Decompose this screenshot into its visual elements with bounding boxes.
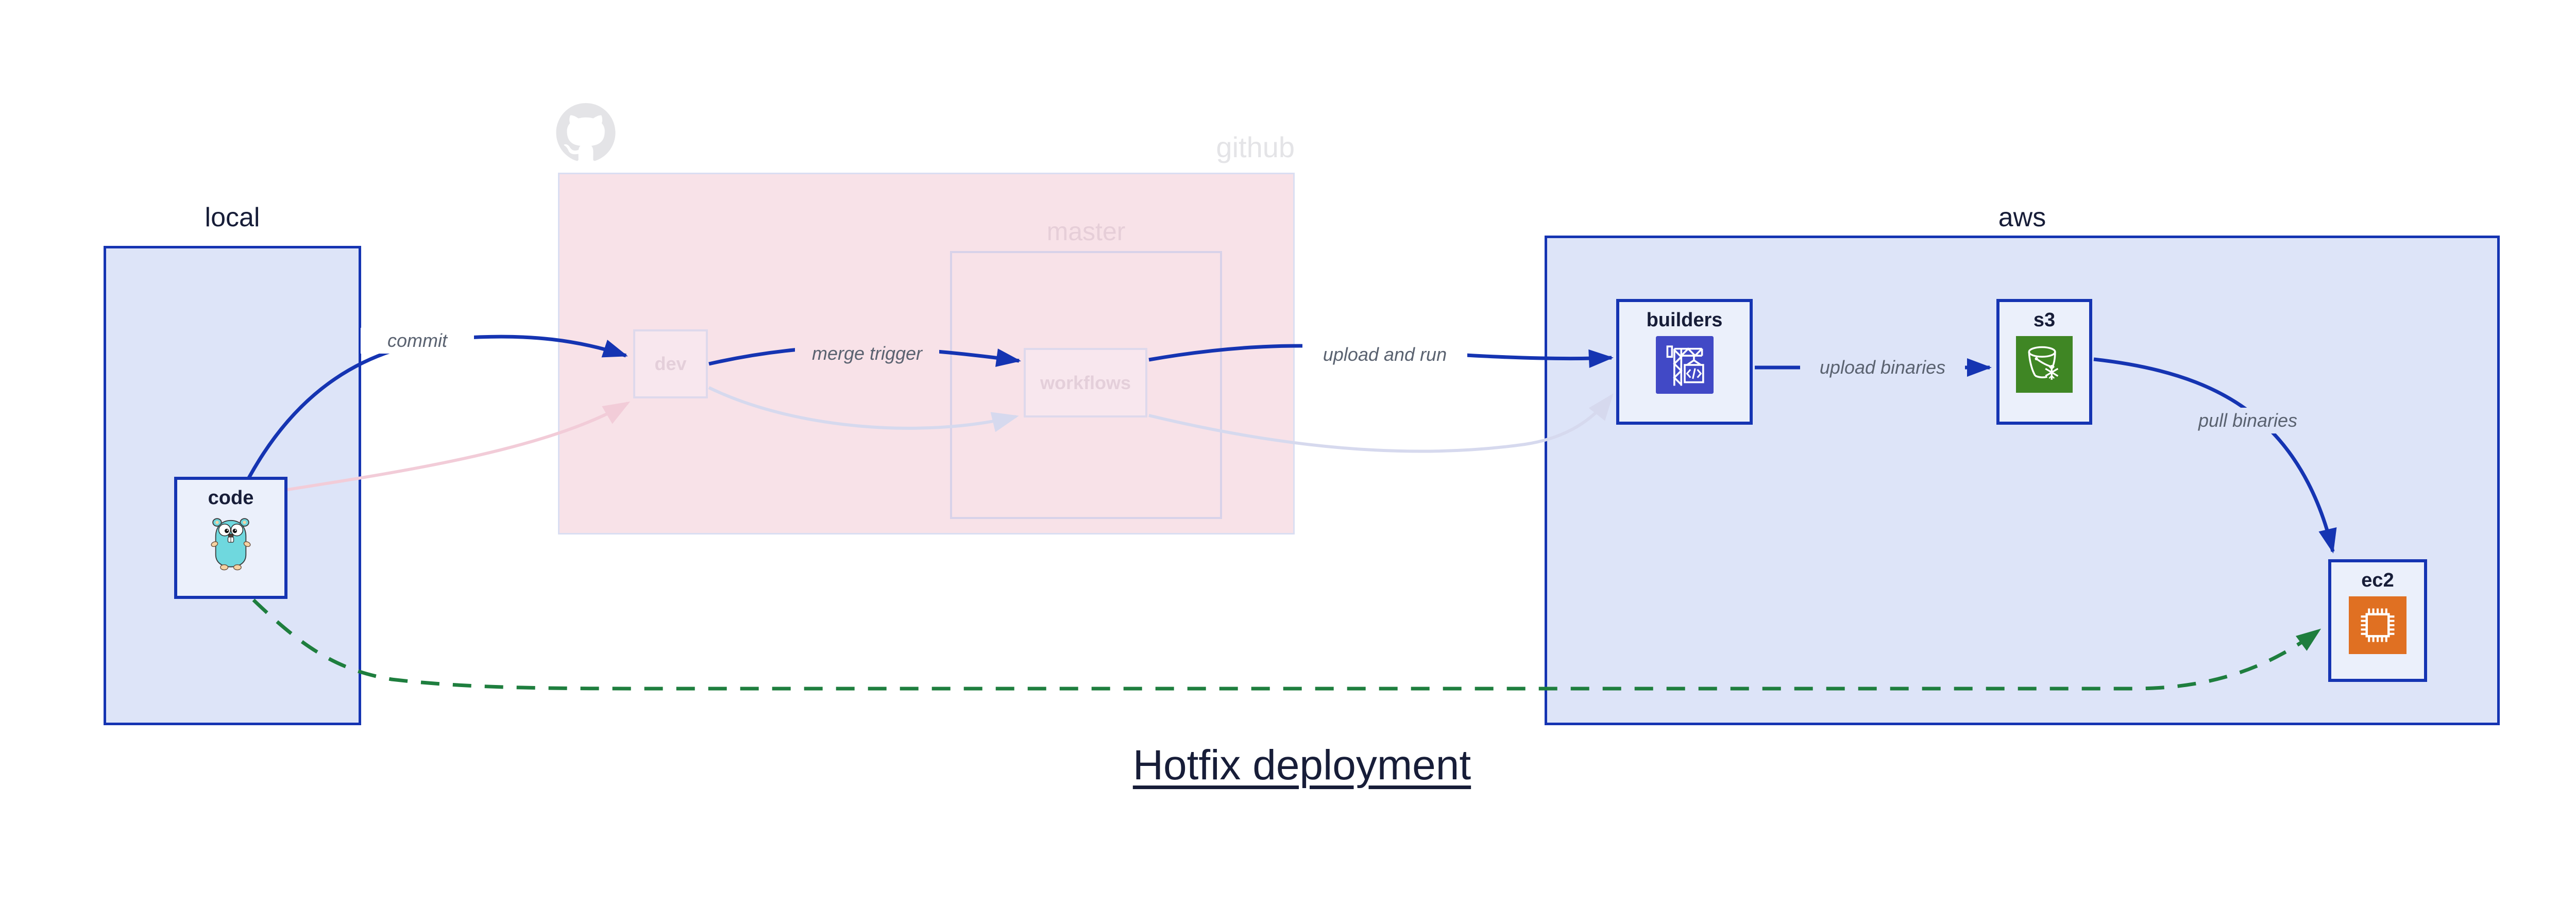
edge-label-upload-and-run: upload and run — [1302, 342, 1467, 368]
master-group-box — [950, 251, 1222, 519]
aws-group-label: aws — [1998, 203, 2046, 232]
diagram-title: Hotfix deployment — [1132, 742, 1471, 789]
node-workflows-label: workflows — [1040, 372, 1131, 393]
edge-label-merge-trigger: merge trigger — [795, 341, 939, 366]
node-builders-label: builders — [1646, 309, 1723, 331]
node-ec2: ec2 — [2328, 559, 2427, 682]
aws-ec2-chip-icon — [2349, 596, 2406, 654]
master-group-label: master — [1046, 217, 1126, 246]
node-dev-label: dev — [654, 353, 687, 374]
github-group-label: github — [1216, 131, 1295, 163]
node-code: code — [174, 477, 287, 599]
edge-label-pull-binaries: pull binaries — [2181, 408, 2315, 433]
github-octocat-icon — [556, 103, 616, 161]
aws-s3-bucket-snowflake-icon — [2016, 336, 2073, 393]
node-workflows: workflows — [1024, 348, 1147, 417]
node-s3: s3 — [1996, 299, 2092, 425]
edge-label-commit: commit — [361, 328, 474, 354]
go-gopher-icon — [211, 518, 251, 571]
local-group-label: local — [205, 203, 260, 232]
edge-label-upload-binaries: upload binaries — [1800, 355, 1965, 380]
node-dev: dev — [633, 329, 708, 398]
node-builders: builders — [1616, 299, 1753, 425]
node-s3-label: s3 — [2033, 309, 2056, 331]
node-code-label: code — [208, 487, 254, 509]
node-ec2-label: ec2 — [2361, 570, 2394, 591]
aws-codebuild-crane-icon — [1655, 336, 1714, 394]
